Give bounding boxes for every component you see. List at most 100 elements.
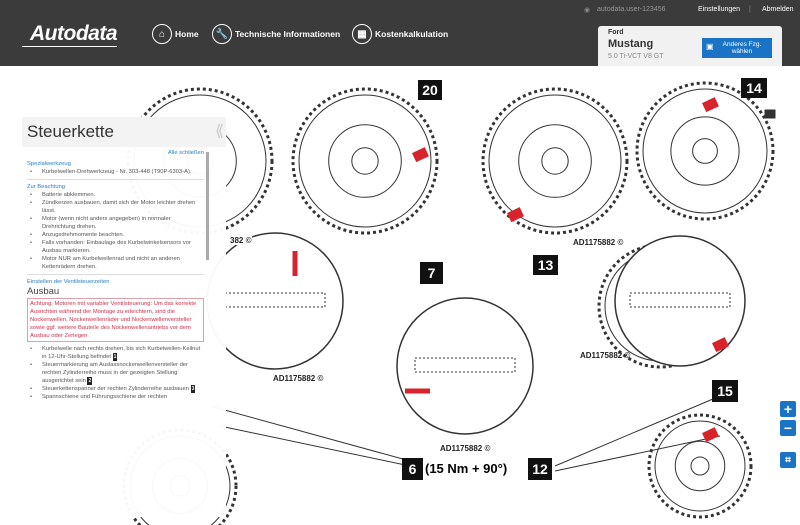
- timing-mark: [702, 97, 719, 113]
- chain-detail: [629, 292, 731, 308]
- sprocket-chain: [647, 413, 753, 519]
- settings-link[interactable]: Einstellungen: [698, 6, 741, 13]
- step-item: Steuermarkierung am Auslassnockenwellenv…: [27, 361, 204, 385]
- timing-mark: [412, 147, 429, 163]
- detail-inset: [396, 297, 534, 435]
- step-item: Steuerkettenspanner der rechten Zylinder…: [27, 385, 204, 393]
- sprocket-chain: [635, 81, 775, 221]
- sprocket-bore: [692, 138, 718, 164]
- sprocket-hub: [670, 116, 740, 186]
- sprocket: [642, 88, 768, 214]
- copyright-label: AD1175882 ©: [573, 238, 624, 247]
- info-panel: Steuerkette ⟪ Alle schließen Spezialwerkz…: [22, 117, 226, 517]
- sprocket-bore: [351, 147, 379, 175]
- list-item: Motor NUR am Kurbelwellenrad und nicht a…: [27, 255, 204, 271]
- vehicle-card: Ford Mustang 5.0 Ti-VCT V8 GT ▣ Anderes F…: [598, 26, 782, 66]
- torque-spec: (15 Nm + 90°): [425, 461, 508, 476]
- sprocket-chain: [291, 87, 439, 235]
- section-timing[interactable]: Einstellen der Ventilsteuerzeiten: [27, 279, 110, 285]
- nav-label: Technische Informationen: [235, 29, 341, 39]
- sprocket-bore: [541, 147, 569, 175]
- warning-box: Achtung: Motoren mit variabler Ventilste…: [27, 298, 204, 342]
- user-icon: ◉: [584, 7, 591, 14]
- sprocket-bore: [690, 456, 710, 476]
- callout-7: 7: [420, 262, 443, 284]
- sprocket-hub: [518, 124, 592, 198]
- button-label: Anderes Fzg. wählen: [722, 41, 762, 55]
- nav-kostenkalkulation[interactable]: ▦Kostenkalkulation: [352, 24, 448, 44]
- step-ref-badge: 3: [190, 385, 196, 393]
- tightening-line: [219, 425, 411, 467]
- list-item: Zündkerzen ausbauen, damit sich der Moto…: [27, 199, 204, 215]
- zoom-in-button[interactable]: +: [780, 401, 796, 417]
- timing-mark: [712, 337, 729, 353]
- nav-technische-informationen[interactable]: 🔧Technische Informationen: [212, 24, 340, 44]
- list-item: Batterie abklemmen.: [27, 191, 204, 199]
- tightening-line: [554, 395, 721, 467]
- timing-chain-diagram[interactable]: [0, 66, 800, 525]
- copyright-label: 382 ©: [229, 236, 253, 245]
- step-item: Spannschiene und Führungsschiene der rec…: [27, 393, 204, 401]
- vehicle-engine: 5.0 Ti-VCT V8 GT: [608, 53, 664, 60]
- step-text: Steuermarkierung am Auslassnockenwellenv…: [42, 362, 188, 384]
- callout-12: 12: [528, 458, 552, 480]
- vehicle-make: Ford: [608, 29, 624, 36]
- step-item: Kurbelwelle nach rechts drehen, bis sich…: [27, 345, 204, 361]
- list-item: Anzugsdrehmomente beachten.: [27, 231, 204, 239]
- top-header: Autodata ⌂Home 🔧Technische Informationen…: [0, 0, 800, 66]
- list-item: Kurbelwellen-Drehwerkzeug - Nr. 303-448 …: [27, 168, 204, 176]
- copyright-label: AD1175882 ©: [580, 351, 631, 360]
- chain-detail: [414, 357, 516, 373]
- username: autodata.user-123456: [597, 6, 666, 13]
- tightening-line: [209, 405, 411, 462]
- step-ref-badge: 2: [87, 377, 93, 385]
- autodata-logo[interactable]: Autodata: [22, 22, 118, 47]
- nav-label: Kostenkalkulation: [375, 29, 449, 39]
- wrench-icon: 🔧: [212, 24, 232, 44]
- step-text: Kurbelwelle nach rechts drehen, bis sich…: [42, 346, 201, 360]
- sprocket-hub: [674, 440, 726, 492]
- sprocket-hub: [328, 124, 402, 198]
- step-text: Spannschiene und Führungsschiene der rec…: [42, 394, 168, 400]
- sprocket: [298, 94, 432, 228]
- copyright-label: AD1175882 ©: [440, 444, 491, 453]
- connector-icon: [764, 109, 776, 119]
- callout-6: 6: [402, 458, 423, 480]
- vehicle-model: Mustang: [608, 38, 654, 50]
- sprocket-chain: [481, 87, 629, 235]
- calculator-icon: ▦: [352, 24, 372, 44]
- car-icon: ▣: [706, 42, 714, 51]
- collapse-panel-icon[interactable]: ⟪: [215, 123, 224, 140]
- sprocket-chain: [126, 87, 274, 235]
- callout-15: 15: [712, 380, 738, 402]
- list-item: Motor (wenn nicht anders angegeben) in n…: [27, 215, 204, 231]
- section-notes[interactable]: Zur Beachtung: [27, 184, 66, 190]
- callout-13: 13: [533, 255, 558, 275]
- step-text: Steuerkettenspanner der rechten Zylinder…: [42, 386, 189, 392]
- zoom-out-button[interactable]: −: [780, 420, 796, 436]
- step-ref-badge: 1: [112, 353, 118, 361]
- sprocket: [654, 420, 746, 512]
- nav-home[interactable]: ⌂Home: [152, 24, 199, 44]
- close-all-link[interactable]: Alle schließen: [167, 150, 204, 156]
- copyright-label: AD1175882 ©: [273, 374, 324, 383]
- sprocket: [488, 94, 622, 228]
- callout-14: 14: [741, 78, 767, 98]
- logout-link[interactable]: Abmelden: [762, 6, 794, 13]
- change-vehicle-button[interactable]: ▣ Anderes Fzg. wählen: [702, 38, 772, 58]
- fit-icon[interactable]: ⌗: [780, 452, 796, 468]
- callout-20: 20: [418, 80, 442, 100]
- section-special-tools[interactable]: Spezialwerkzeug: [27, 161, 71, 167]
- removal-heading: Ausbau: [27, 286, 60, 297]
- divider: |: [749, 6, 751, 13]
- nav-label: Home: [175, 29, 199, 39]
- timing-mark: [507, 207, 524, 223]
- panel-title: Steuerkette: [27, 122, 114, 141]
- home-icon: ⌂: [152, 24, 172, 44]
- tightening-line: [554, 435, 721, 472]
- list-item: Falls vorhanden: Einbaulage des Kurbelwi…: [27, 239, 204, 255]
- detail-inset: [614, 235, 746, 367]
- scrollbar[interactable]: [206, 152, 209, 260]
- detail-inset: [206, 232, 344, 370]
- timing-mark: [702, 427, 719, 443]
